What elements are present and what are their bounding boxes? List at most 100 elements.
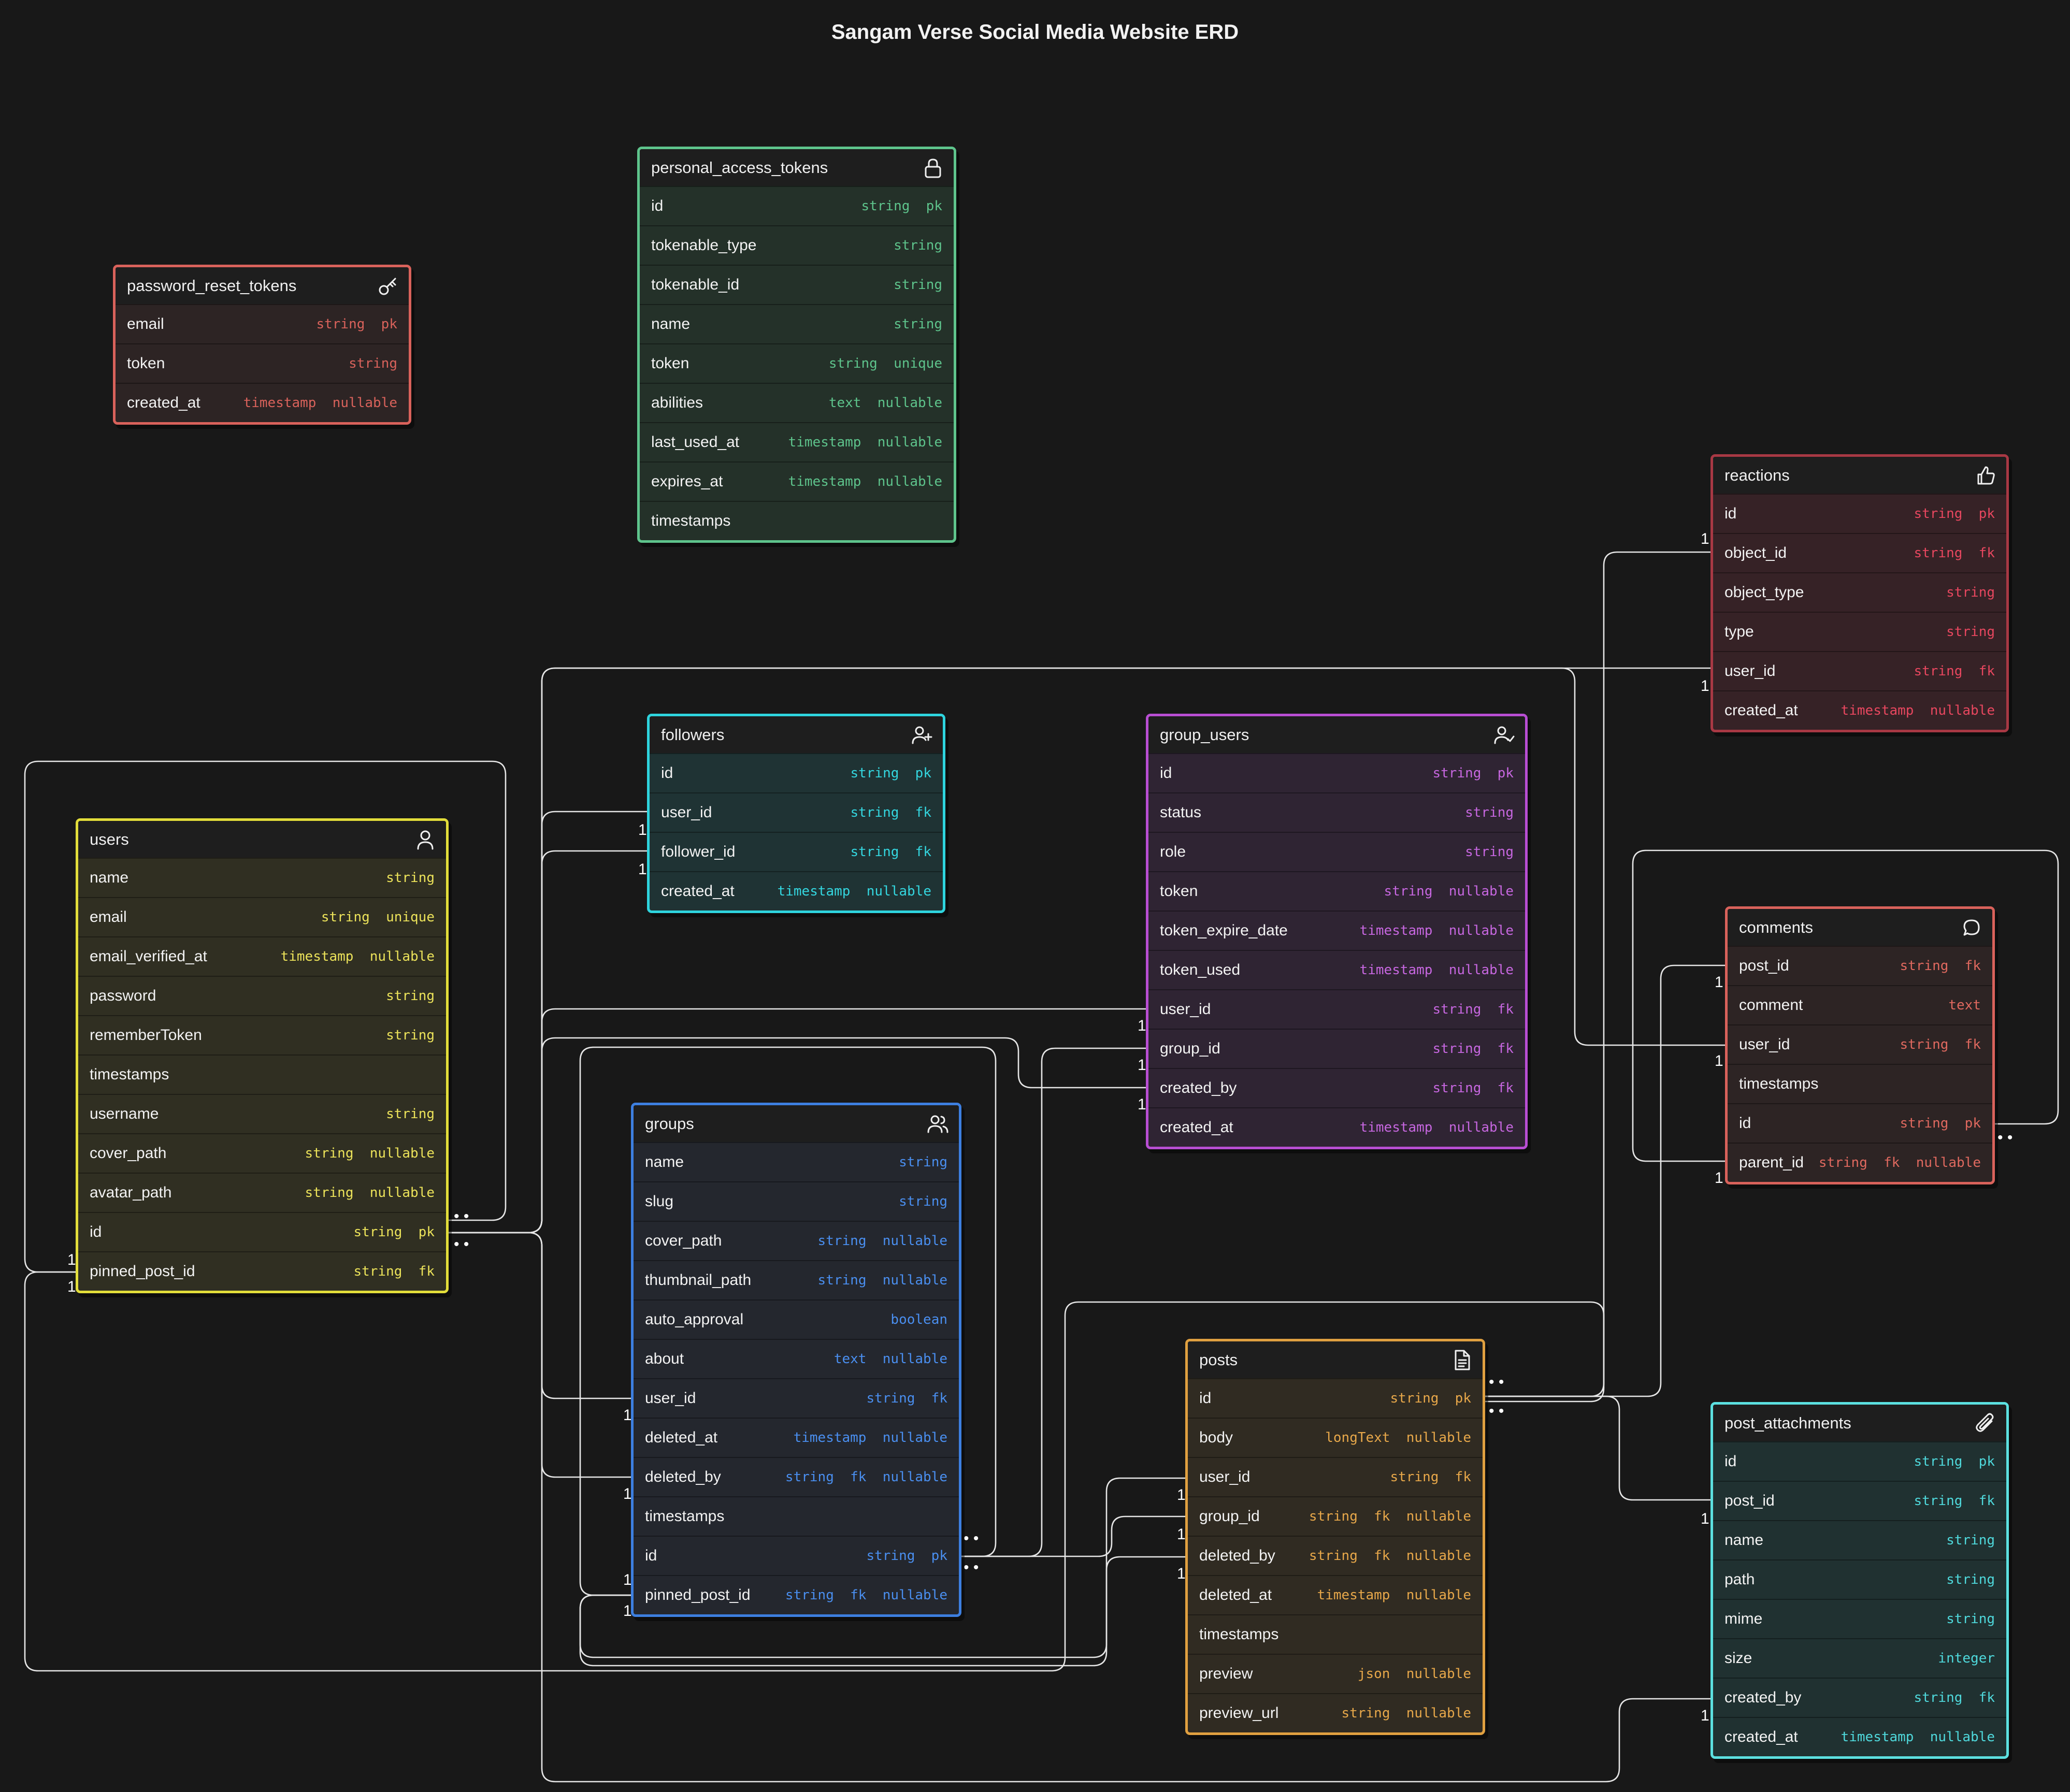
field-name: body [1199,1429,1233,1446]
field-row[interactable]: timestamps [640,501,954,540]
field-type: string [899,1194,947,1209]
field-name: id [1160,764,1172,782]
field-name: auto_approval [645,1311,744,1328]
field-row[interactable]: timestamps [1728,1064,1992,1103]
field-type: integer [1938,1651,1995,1666]
cardinality-many: • • [964,1559,979,1576]
field-type: string fk [850,805,931,820]
field-name: role [1160,843,1186,860]
field-name: deleted_at [1199,1586,1272,1603]
field-row[interactable]: timestamps [78,1054,446,1094]
field-row[interactable]: timestamps [1188,1614,1483,1654]
field-type: string [1465,805,1514,820]
entity-name: groups [645,1114,694,1133]
field-type: string fk [866,1391,947,1406]
field-row[interactable]: timestamps [634,1496,959,1536]
